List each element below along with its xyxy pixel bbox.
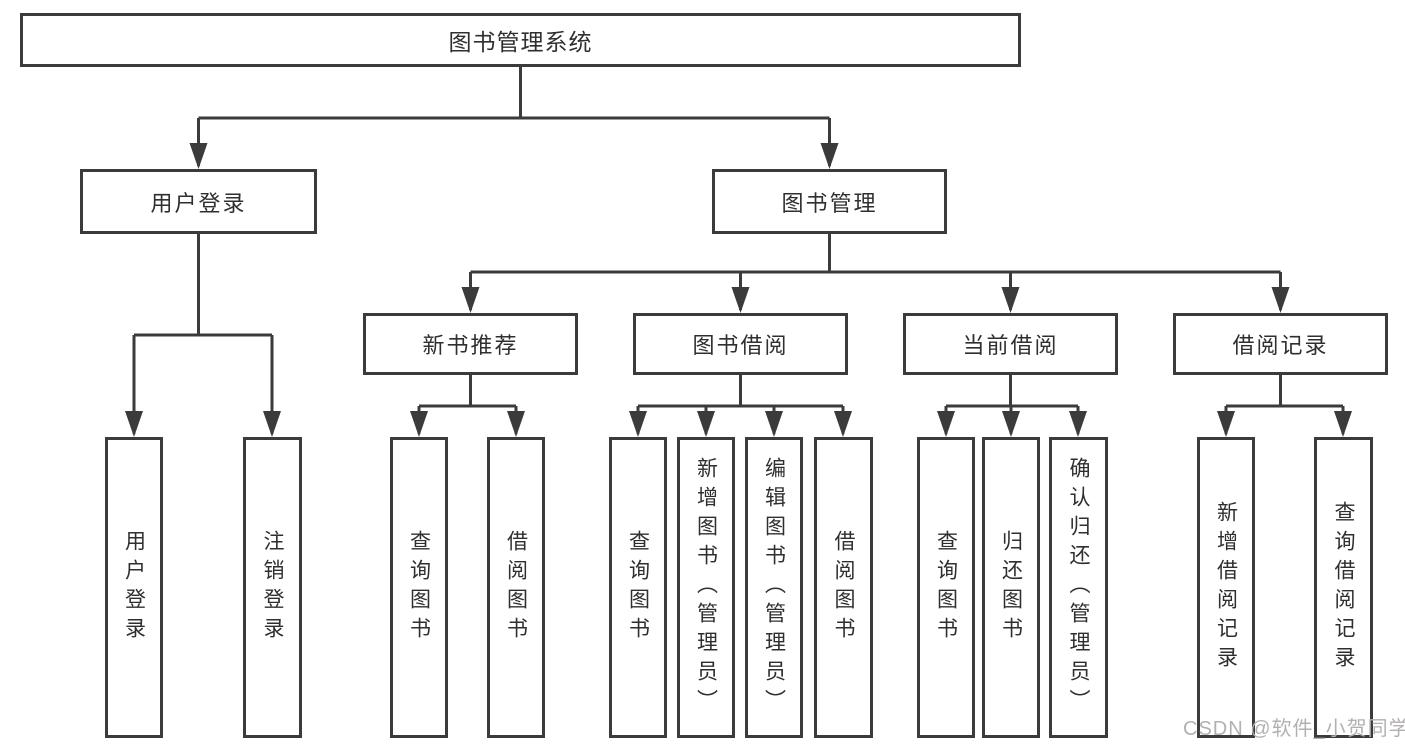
edge-new-book-children (417, 375, 518, 434)
node-label: 确认归还（管理员） (1067, 457, 1091, 718)
node-label: 查询图书 (626, 529, 650, 646)
arrowhead (189, 143, 208, 169)
edge-borrow-records-children (1224, 375, 1345, 434)
node-label: 查询图书 (407, 529, 431, 646)
node-return-books: 归还图书 (982, 437, 1040, 738)
arrowhead (731, 287, 750, 313)
arrowhead (697, 411, 715, 437)
node-library-management-system: 图书管理系统 (20, 13, 1021, 67)
arrowhead (410, 411, 428, 437)
edge-root-to-level2 (197, 67, 831, 166)
node-label: 借阅图书 (832, 529, 856, 646)
node-confirm-return-admin: 确认归还（管理员） (1049, 437, 1108, 738)
node-label: 当前借阅 (962, 333, 1059, 358)
node-label: 借阅记录 (1232, 333, 1329, 358)
arrowhead (1271, 287, 1290, 313)
node-query-books-recommend: 查询图书 (390, 437, 448, 738)
arrowhead (1334, 411, 1352, 437)
edge-book-management-children (469, 234, 1282, 310)
edge-user-login-children (132, 233, 274, 434)
node-query-books-current: 查询图书 (917, 437, 975, 738)
node-borrow-books-recommend: 借阅图书 (487, 437, 545, 738)
node-book-management: 图书管理 (712, 169, 947, 234)
csdn-watermark: CSDN @软件_小贺同学 (1183, 718, 1405, 740)
node-label: 查询借阅记录 (1332, 500, 1356, 675)
node-current-borrowing: 当前借阅 (903, 313, 1118, 375)
arrowhead (461, 287, 480, 313)
node-label: 借阅图书 (504, 529, 528, 646)
node-label: 图书管理 (781, 190, 878, 216)
node-new-book-recommendation: 新书推荐 (363, 313, 578, 375)
node-label: 归还图书 (999, 529, 1023, 646)
node-logout: 注销登录 (243, 437, 302, 738)
arrowhead (507, 411, 525, 437)
node-add-borrow-record: 新增借阅记录 (1197, 437, 1255, 738)
node-label: 新增图书（管理员） (694, 457, 718, 718)
arrowhead (1069, 411, 1087, 437)
node-label: 新书推荐 (422, 333, 519, 358)
node-label: 新增借阅记录 (1214, 500, 1238, 675)
node-label: 查询图书 (934, 529, 958, 646)
node-label: 用户登录 (122, 529, 146, 646)
arrowhead (820, 143, 839, 169)
arrowhead (834, 411, 852, 437)
arrowhead (1217, 411, 1235, 437)
edge-book-borrow-children (636, 375, 845, 434)
node-borrow-books-leaf: 借阅图书 (814, 437, 873, 738)
arrowhead (125, 411, 143, 437)
node-query-borrow-record: 查询借阅记录 (1314, 437, 1373, 738)
arrowhead (1002, 411, 1020, 437)
node-user-login-leaf: 用户登录 (105, 437, 163, 738)
node-book-borrowing: 图书借阅 (633, 313, 848, 375)
node-query-books-borrow: 查询图书 (609, 437, 667, 738)
node-label: 注销登录 (261, 529, 285, 646)
node-label: 图书借阅 (692, 333, 789, 358)
arrowhead (765, 411, 783, 437)
node-label: 图书管理系统 (448, 29, 593, 55)
node-user-login: 用户登录 (80, 169, 317, 234)
node-label: 编辑图书（管理员） (762, 457, 786, 718)
arrowhead (937, 411, 955, 437)
node-edit-book-admin: 编辑图书（管理员） (745, 437, 803, 738)
arrowhead (1001, 287, 1020, 313)
node-label: 用户登录 (150, 190, 247, 216)
arrowhead (263, 411, 281, 437)
node-add-book-admin: 新增图书（管理员） (677, 437, 735, 738)
arrowhead (629, 411, 647, 437)
node-borrowing-records: 借阅记录 (1173, 313, 1388, 375)
